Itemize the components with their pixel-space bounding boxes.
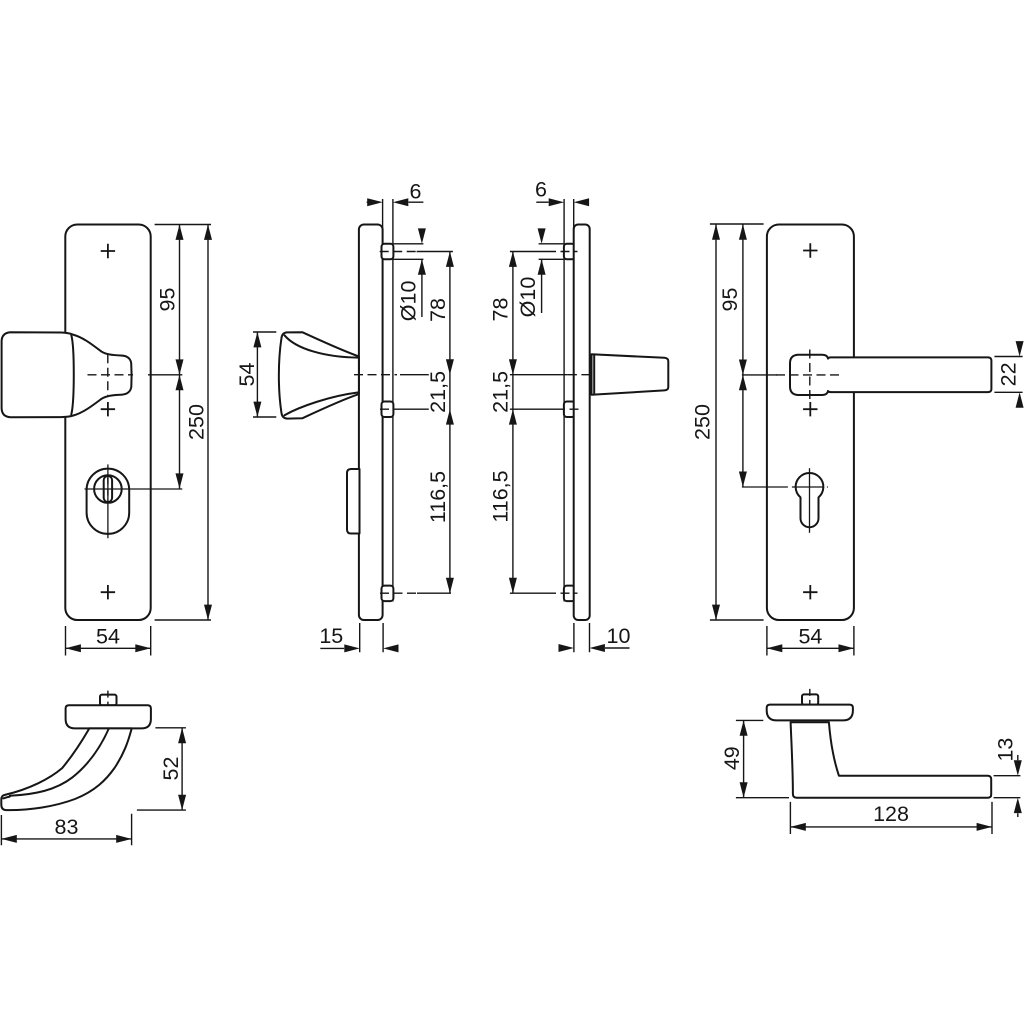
svg-text:Ø10: Ø10 — [516, 277, 540, 318]
svg-text:54: 54 — [798, 625, 822, 649]
svg-text:49: 49 — [720, 746, 744, 770]
svg-text:13: 13 — [994, 738, 1018, 762]
svg-text:116,5: 116,5 — [488, 470, 512, 522]
svg-text:10: 10 — [607, 624, 631, 648]
svg-text:95: 95 — [718, 288, 742, 312]
svg-text:Ø10: Ø10 — [396, 281, 420, 322]
svg-text:116,5: 116,5 — [426, 471, 450, 523]
svg-text:95: 95 — [155, 288, 179, 312]
svg-text:78: 78 — [488, 298, 512, 322]
svg-text:15: 15 — [319, 624, 343, 648]
svg-text:21,5: 21,5 — [426, 371, 450, 413]
svg-text:6: 6 — [535, 177, 547, 201]
svg-text:78: 78 — [426, 298, 450, 322]
svg-text:52: 52 — [159, 757, 183, 781]
svg-text:128: 128 — [873, 802, 909, 826]
svg-text:250: 250 — [184, 404, 208, 440]
svg-text:21,5: 21,5 — [488, 371, 512, 413]
svg-text:54: 54 — [235, 363, 259, 387]
svg-text:22: 22 — [996, 362, 1020, 386]
svg-text:83: 83 — [55, 815, 79, 839]
svg-text:54: 54 — [96, 625, 120, 649]
svg-text:6: 6 — [410, 180, 422, 204]
svg-text:250: 250 — [691, 404, 715, 440]
